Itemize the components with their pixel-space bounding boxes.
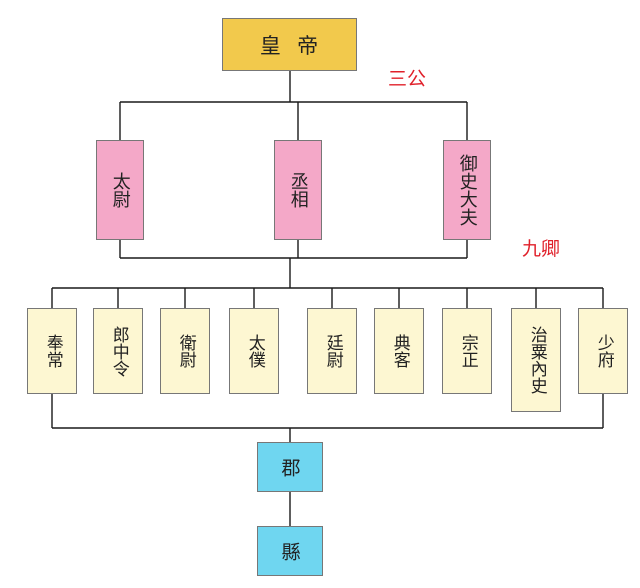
san-gong-taiwei: 太尉 (96, 140, 144, 240)
jiu-qing-weiwei-label: 衛尉 (175, 334, 196, 368)
san-gong-taiwei-label: 太尉 (109, 172, 131, 208)
jiu-qing-zhisuneishi: 治粟內史 (511, 308, 561, 412)
jiu-qing-taipu: 太僕 (229, 308, 279, 394)
jiu-qing-group-label: 九卿 (522, 238, 561, 260)
jiu-qing-shaofu-label: 少府 (593, 334, 614, 368)
xian-label: 縣 (278, 541, 301, 561)
jiu-qing-shaofu: 少府 (578, 308, 628, 394)
jiu-qing-weiwei: 衛尉 (160, 308, 210, 394)
emperor-box: 皇 帝 (222, 18, 357, 71)
jiu-qing-dianke-label: 典客 (389, 334, 410, 368)
jiu-qing-zongzheng: 宗正 (442, 308, 492, 394)
san-gong-yushidafu-label: 御史大夫 (456, 154, 478, 226)
jiu-qing-langzhongling: 郎中令 (93, 308, 143, 394)
jiu-qing-tingwei: 廷尉 (307, 308, 357, 394)
jiu-qing-fengchang-label: 奉常 (42, 334, 63, 368)
jun-box: 郡 (257, 442, 323, 492)
jiu-qing-zhisuneishi-label: 治粟內史 (526, 326, 547, 394)
san-gong-yushidafu: 御史大夫 (443, 140, 491, 240)
jiu-qing-taipu-label: 太僕 (244, 334, 265, 368)
emperor-label: 皇 帝 (259, 33, 320, 58)
san-gong-chengxiang: 丞相 (274, 140, 322, 240)
jiu-qing-zongzheng-label: 宗正 (457, 334, 478, 368)
jiu-qing-dianke: 典客 (374, 308, 424, 394)
san-gong-group-label: 三公 (388, 68, 427, 90)
jiu-qing-fengchang: 奉常 (27, 308, 77, 394)
jun-label: 郡 (278, 457, 301, 477)
xian-box: 縣 (257, 526, 323, 576)
jiu-qing-tingwei-label: 廷尉 (322, 334, 343, 368)
san-gong-chengxiang-label: 丞相 (287, 172, 309, 208)
jiu-qing-langzhongling-label: 郎中令 (108, 325, 129, 377)
